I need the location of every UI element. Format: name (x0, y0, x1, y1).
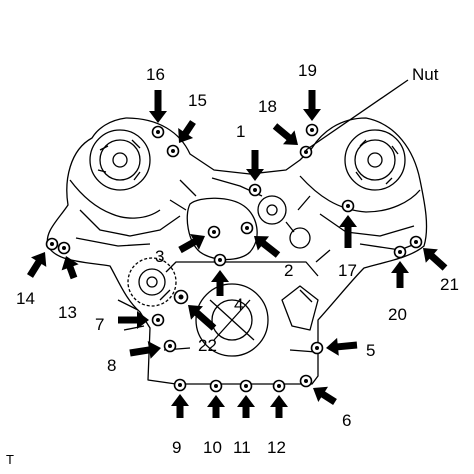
arrow-10 (207, 395, 225, 418)
label-12: 12 (267, 438, 286, 457)
arrow-21 (423, 248, 448, 271)
label-1: 1 (236, 122, 245, 141)
label-3: 3 (155, 247, 164, 266)
arrow-20 (391, 261, 409, 288)
arrow-16 (149, 90, 167, 123)
arrow-6 (313, 386, 337, 405)
label-22: 22 (198, 336, 217, 355)
label-21: 21 (440, 275, 459, 294)
arrow-5 (326, 337, 358, 356)
label-7: 7 (95, 315, 104, 334)
arrow-13 (61, 256, 79, 280)
callout-labels: Nut 1 2 3 4 5 6 7 8 9 10 11 12 13 14 15 … (16, 61, 459, 457)
label-6: 6 (342, 411, 351, 430)
label-2: 2 (284, 261, 293, 280)
label-19: 19 (298, 61, 317, 80)
arrow-3 (178, 234, 205, 254)
corner-mark: T (6, 452, 14, 467)
nut-leader-line (305, 79, 409, 151)
label-18: 18 (258, 97, 277, 116)
label-nut: Nut (412, 65, 439, 84)
label-4: 4 (234, 295, 243, 314)
arrow-9 (171, 394, 189, 418)
arrow-4 (211, 270, 229, 296)
label-17: 17 (338, 261, 357, 280)
label-14: 14 (16, 289, 35, 308)
arrow-8 (129, 341, 161, 359)
label-20: 20 (388, 305, 407, 324)
label-10: 10 (203, 438, 222, 457)
label-8: 8 (107, 356, 116, 375)
label-15: 15 (188, 91, 207, 110)
arrow-2 (254, 236, 281, 258)
arrow-14 (27, 252, 47, 278)
arrow-17 (339, 215, 357, 248)
label-9: 9 (172, 438, 181, 457)
callout-arrows (27, 90, 448, 418)
arrow-18 (272, 123, 298, 145)
label-11: 11 (233, 438, 251, 457)
arrow-15 (178, 120, 196, 143)
arrow-12 (270, 395, 288, 418)
arrow-7 (118, 311, 149, 329)
arrow-19 (303, 90, 321, 121)
label-13: 13 (58, 303, 77, 322)
label-16: 16 (146, 65, 165, 84)
arrow-1 (246, 150, 264, 181)
arrow-11 (237, 395, 255, 418)
label-5: 5 (366, 341, 375, 360)
arrow-22 (188, 305, 217, 331)
